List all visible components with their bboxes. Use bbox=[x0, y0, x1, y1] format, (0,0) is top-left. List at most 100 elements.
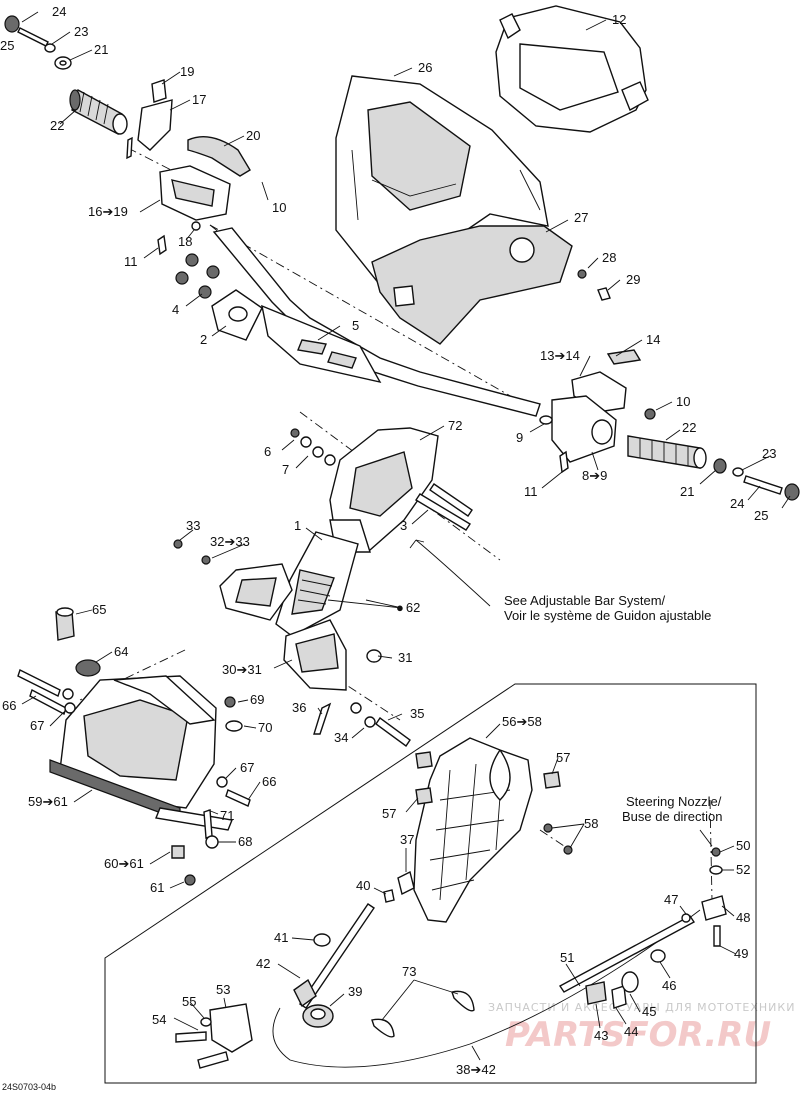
callout-69: 69 bbox=[250, 692, 264, 707]
lower-cover-27 bbox=[371, 225, 573, 345]
callout-5: 5 bbox=[352, 318, 359, 333]
assembly-lines bbox=[79, 147, 713, 901]
cable-parts-37-40-41 bbox=[313, 870, 415, 947]
callout-46: 46 bbox=[662, 978, 676, 993]
callout-30-31: 30➔31 bbox=[222, 662, 262, 677]
callout-37: 37 bbox=[400, 832, 414, 847]
callout-31: 31 bbox=[398, 650, 412, 665]
callout-36: 36 bbox=[292, 700, 306, 715]
callout-22-right: 22 bbox=[682, 420, 696, 435]
note-adjustable-bar-line2: Voir le système de Guidon ajustable bbox=[504, 608, 711, 623]
bracket-32-33 bbox=[173, 539, 293, 621]
callout-45: 45 bbox=[642, 1004, 656, 1019]
callout-17: 17 bbox=[192, 92, 206, 107]
handle-end-cap-left bbox=[4, 15, 72, 70]
callout-53: 53 bbox=[216, 982, 230, 997]
fasteners-28-29 bbox=[577, 269, 611, 301]
callout-49: 49 bbox=[734, 946, 748, 961]
callout-24-left: 24 bbox=[52, 4, 66, 19]
callout-38-42: 38➔42 bbox=[456, 1062, 496, 1077]
callout-18: 18 bbox=[178, 234, 192, 249]
callout-34: 34 bbox=[334, 730, 348, 745]
callout-25-left: 25 bbox=[0, 38, 14, 53]
fasteners-66-67-left bbox=[17, 669, 76, 716]
callout-29: 29 bbox=[626, 272, 640, 287]
callout-10-right: 10 bbox=[676, 394, 690, 409]
callout-28: 28 bbox=[602, 250, 616, 265]
callout-58: 58 bbox=[584, 816, 598, 831]
callout-57-left: 57 bbox=[382, 806, 396, 821]
callout-22-left: 22 bbox=[50, 118, 64, 133]
callout-12: 12 bbox=[612, 12, 626, 27]
callout-13-14: 13➔14 bbox=[540, 348, 580, 363]
callout-62: ●62 bbox=[396, 600, 420, 615]
callout-16-19: 16➔19 bbox=[88, 204, 128, 219]
handlebar-5 bbox=[212, 227, 541, 417]
callout-67-left: 67 bbox=[30, 718, 44, 733]
base-housing-59-61 bbox=[49, 675, 217, 821]
callout-66-left: 66 bbox=[2, 698, 16, 713]
callout-52: 52 bbox=[736, 862, 750, 877]
callout-26: 26 bbox=[418, 60, 432, 75]
callout-67-right: 67 bbox=[240, 760, 254, 775]
callout-10-left: 10 bbox=[272, 200, 286, 215]
cable-ties-73 bbox=[371, 990, 475, 1038]
fasteners-69-70 bbox=[224, 696, 243, 732]
callout-11-left: 11 bbox=[124, 254, 138, 269]
bolts-3 bbox=[415, 483, 473, 531]
note-steering-nozzle-line2: Buse de direction bbox=[622, 809, 722, 824]
watermark: ЗАПЧАСТИ И АКСЕССУАРЫ ДЛЯ МОТОТЕХНИКИ PA… bbox=[488, 1001, 795, 1055]
callout-68: 68 bbox=[238, 834, 252, 849]
lever-cover-20 bbox=[187, 136, 251, 177]
note-adjustable-bar-line1: See Adjustable Bar System/ bbox=[504, 593, 666, 608]
callout-41: 41 bbox=[274, 930, 288, 945]
callout-20: 20 bbox=[246, 128, 260, 143]
callout-55: 55 bbox=[182, 994, 196, 1009]
callout-73: 73 bbox=[402, 964, 416, 979]
steering-cable-42-51 bbox=[272, 903, 701, 1068]
nuts-58 bbox=[543, 823, 573, 855]
note-steering-nozzle-line1: Steering Nozzle/ bbox=[626, 794, 722, 809]
callout-23-left: 23 bbox=[74, 24, 88, 39]
callout-4: 4 bbox=[172, 302, 179, 317]
fasteners-66-67-right bbox=[216, 776, 251, 807]
callout-6: 6 bbox=[264, 444, 271, 459]
leader-lines bbox=[21, 11, 791, 1061]
callout-48: 48 bbox=[736, 910, 750, 925]
bracket-30-31 bbox=[283, 619, 382, 691]
callout-59-61: 59➔61 bbox=[28, 794, 68, 809]
callout-32-33: 32➔33 bbox=[210, 534, 250, 549]
callout-14: 14 bbox=[646, 332, 660, 347]
support-53 bbox=[175, 1003, 253, 1069]
knob-65 bbox=[55, 607, 75, 641]
callout-2: 2 bbox=[200, 332, 207, 347]
nozzle-bracket-56-58 bbox=[413, 737, 533, 923]
grip-right bbox=[627, 435, 707, 469]
notes: See Adjustable Bar System/ Voir le systè… bbox=[504, 593, 722, 824]
nuts-4 bbox=[175, 253, 220, 299]
callout-24-right: 24 bbox=[730, 496, 744, 511]
callout-27: 27 bbox=[574, 210, 588, 225]
callout-54: 54 bbox=[152, 1012, 166, 1027]
callout-60-61: 60➔61 bbox=[104, 856, 144, 871]
callout-57-right: 57 bbox=[556, 750, 570, 765]
storage-bin-12 bbox=[495, 5, 649, 133]
plate-68-71 bbox=[155, 807, 233, 849]
grip-left bbox=[69, 88, 128, 136]
switch-housing-right bbox=[539, 395, 617, 474]
callout-50: 50 bbox=[736, 838, 750, 853]
callout-47: 47 bbox=[664, 892, 678, 907]
callout-51: 51 bbox=[560, 950, 574, 965]
callout-40: 40 bbox=[356, 878, 370, 893]
callout-64: 64 bbox=[114, 644, 128, 659]
cable-end-parts-43-46 bbox=[585, 949, 666, 1009]
bolts-6-7 bbox=[290, 428, 336, 466]
callout-39: 39 bbox=[348, 984, 362, 999]
boot-64 bbox=[75, 659, 101, 677]
drop-icon: ● bbox=[396, 600, 404, 615]
callout-8-9: 8➔9 bbox=[582, 468, 607, 483]
watermark-tagline: ЗАПЧАСТИ И АКСЕССУАРЫ ДЛЯ МОТОТЕХНИКИ bbox=[488, 1001, 795, 1014]
switch-housing-left bbox=[157, 165, 231, 256]
callout-9: 9 bbox=[516, 430, 523, 445]
